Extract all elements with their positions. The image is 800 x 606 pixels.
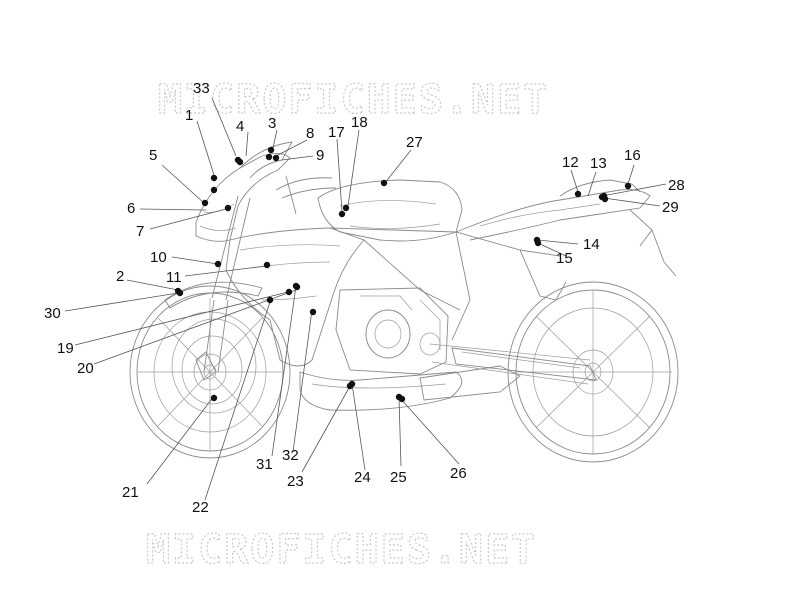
callout-10: 10 [150,249,167,266]
callout-17: 17 [328,124,345,141]
callout-4: 4 [236,118,244,135]
rear-wheel [507,281,679,463]
callout-12: 12 [562,154,579,171]
callout-33: 33 [193,80,210,97]
marker-27 [380,179,388,187]
callout-9: 9 [316,147,324,164]
marker-6 [210,186,218,194]
marker-17 [338,210,346,218]
callout-labels: 1 2 3 4 5 6 7 8 9 10 11 12 13 14 15 16 1… [44,80,685,516]
marker-21 [210,394,218,402]
watermark-bottom: MICROFICHES.NET [146,527,537,573]
marker-9 [267,146,275,154]
marker-30 [174,287,182,295]
marker-3 [265,153,273,161]
marker-18 [342,204,350,212]
callout-6: 6 [127,200,135,217]
callout-32: 32 [282,447,299,464]
engine [335,287,449,375]
marker-26 [398,395,406,403]
callout-15: 15 [556,250,573,267]
callout-29: 29 [662,199,679,216]
marker-33 [234,156,242,164]
marker-11 [263,261,271,269]
callout-21: 21 [122,484,139,501]
callout-31: 31 [256,456,273,473]
callout-20: 20 [77,360,94,377]
callout-26: 26 [450,465,467,482]
marker-10 [214,260,222,268]
callout-leaders [64,97,667,501]
callout-24: 24 [354,469,371,486]
motorcycle-outline [129,141,679,463]
marker-7 [224,204,232,212]
marker-24 [346,382,354,390]
marker-19 [285,288,293,296]
marker-31 [292,282,300,290]
callout-19: 19 [57,340,74,357]
callout-14: 14 [583,236,600,253]
marker-22 [266,296,274,304]
callout-2: 2 [116,268,124,285]
marker-5 [201,199,209,207]
callout-8: 8 [306,125,314,142]
marker-1 [210,174,218,182]
callout-27: 27 [406,134,423,151]
callout-markers [174,146,632,403]
callout-3: 3 [268,115,276,132]
watermark-top: MICROFICHES.NET [158,77,549,123]
callout-5: 5 [149,147,157,164]
marker-15 [534,239,542,247]
callout-16: 16 [624,147,641,164]
callout-25: 25 [390,469,407,486]
marker-12 [574,190,582,198]
callout-22: 22 [192,499,209,516]
callout-30: 30 [44,305,61,322]
callout-23: 23 [287,473,304,490]
marker-29 [601,195,609,203]
marker-32 [309,308,317,316]
marker-16 [624,182,632,190]
callout-18: 18 [351,114,368,131]
marker-8 [272,154,280,162]
callout-13: 13 [590,155,607,172]
callout-7: 7 [136,223,144,240]
callout-28: 28 [668,177,685,194]
callout-11: 11 [166,269,182,286]
callout-1: 1 [185,107,193,124]
